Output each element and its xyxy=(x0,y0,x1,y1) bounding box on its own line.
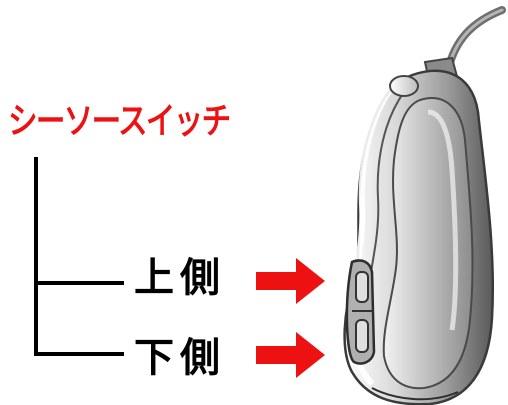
lower-side-label: 下側 xyxy=(134,335,226,381)
hearing-aid-illustration xyxy=(343,6,506,405)
hearing-aid-cable xyxy=(444,6,506,74)
seesaw-switch-upper xyxy=(355,271,369,303)
diagram-title: シーソースイッチ xyxy=(8,101,231,142)
right-arrow-icon-lower xyxy=(256,332,325,378)
hearing-aid-face xyxy=(382,97,474,390)
bracket-lines xyxy=(34,157,124,356)
upper-side-label: 上側 xyxy=(134,255,226,301)
seesaw-switch-lower xyxy=(355,319,369,353)
seesaw-switch xyxy=(345,259,376,365)
right-arrow-icon-upper xyxy=(256,258,325,304)
